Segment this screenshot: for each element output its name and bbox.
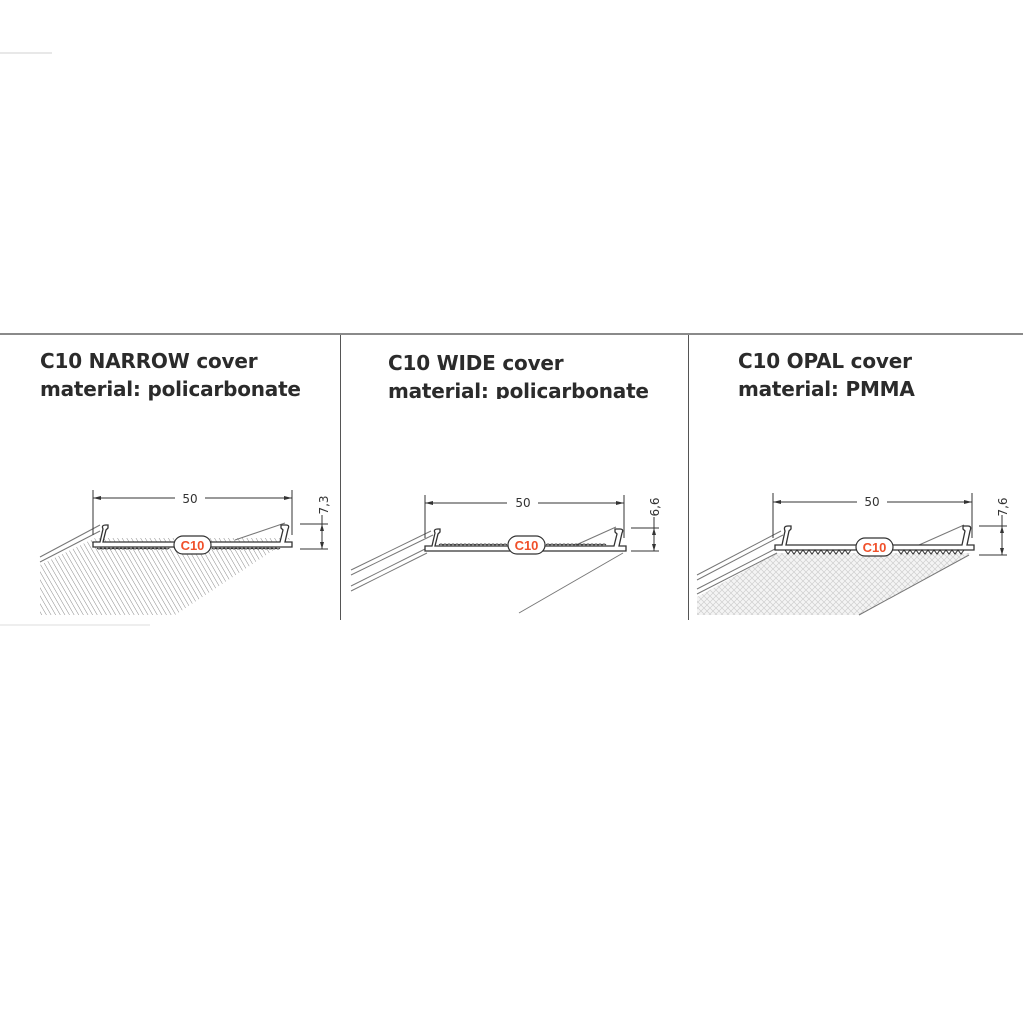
c10-badge [173,535,212,555]
cover-name: C10 WIDE cover [388,351,564,375]
header-divider [0,333,1023,335]
width-dimension-label: 50 [864,495,879,509]
badge-label: C10 [181,538,205,553]
wide-cover-profile-drawing: C10 50 6,6 [350,495,662,614]
panel-opal-cover: C10 OPAL cover material: PMMA C10 50 [688,335,1023,620]
cover-name: C10 NARROW cover [40,349,258,373]
hatch-fill [40,538,292,615]
height-dimension-label: 7,6 [996,497,1010,516]
cover-name: C10 OPAL cover [738,349,912,373]
badge-label: C10 [863,540,887,555]
cover-material: material: policarbonate [40,377,301,401]
height-dimension-label: 6,6 [648,497,662,516]
opal-fill [697,553,971,615]
narrow-cover-profile-drawing: C10 50 7,3 [39,490,331,615]
artifact-line-top [0,52,52,54]
width-dimension-label: 50 [515,496,530,510]
badge-label: C10 [515,538,539,553]
artifact-line-bottom [0,624,150,626]
panel-narrow-cover: C10 NARROW cover material: policarbonate… [0,335,340,620]
width-dimension-label: 50 [182,492,197,506]
panel-wide-cover: C10 WIDE cover material: policarbonate C… [340,335,689,620]
panel-title: C10 NARROW cover material: policarbonate [40,347,301,403]
opal-cover-profile-drawing: C10 50 7,6 [696,493,1010,616]
cover-material: material: policarbonate [388,379,649,399]
panel-title: C10 OPAL cover material: PMMA [738,347,915,403]
c10-badge [855,537,894,557]
height-dimension-label: 7,3 [317,495,331,514]
c10-badge [507,535,546,555]
cover-material: material: PMMA [738,377,915,401]
panel-title: C10 WIDE cover material: policarbonate [388,349,649,399]
